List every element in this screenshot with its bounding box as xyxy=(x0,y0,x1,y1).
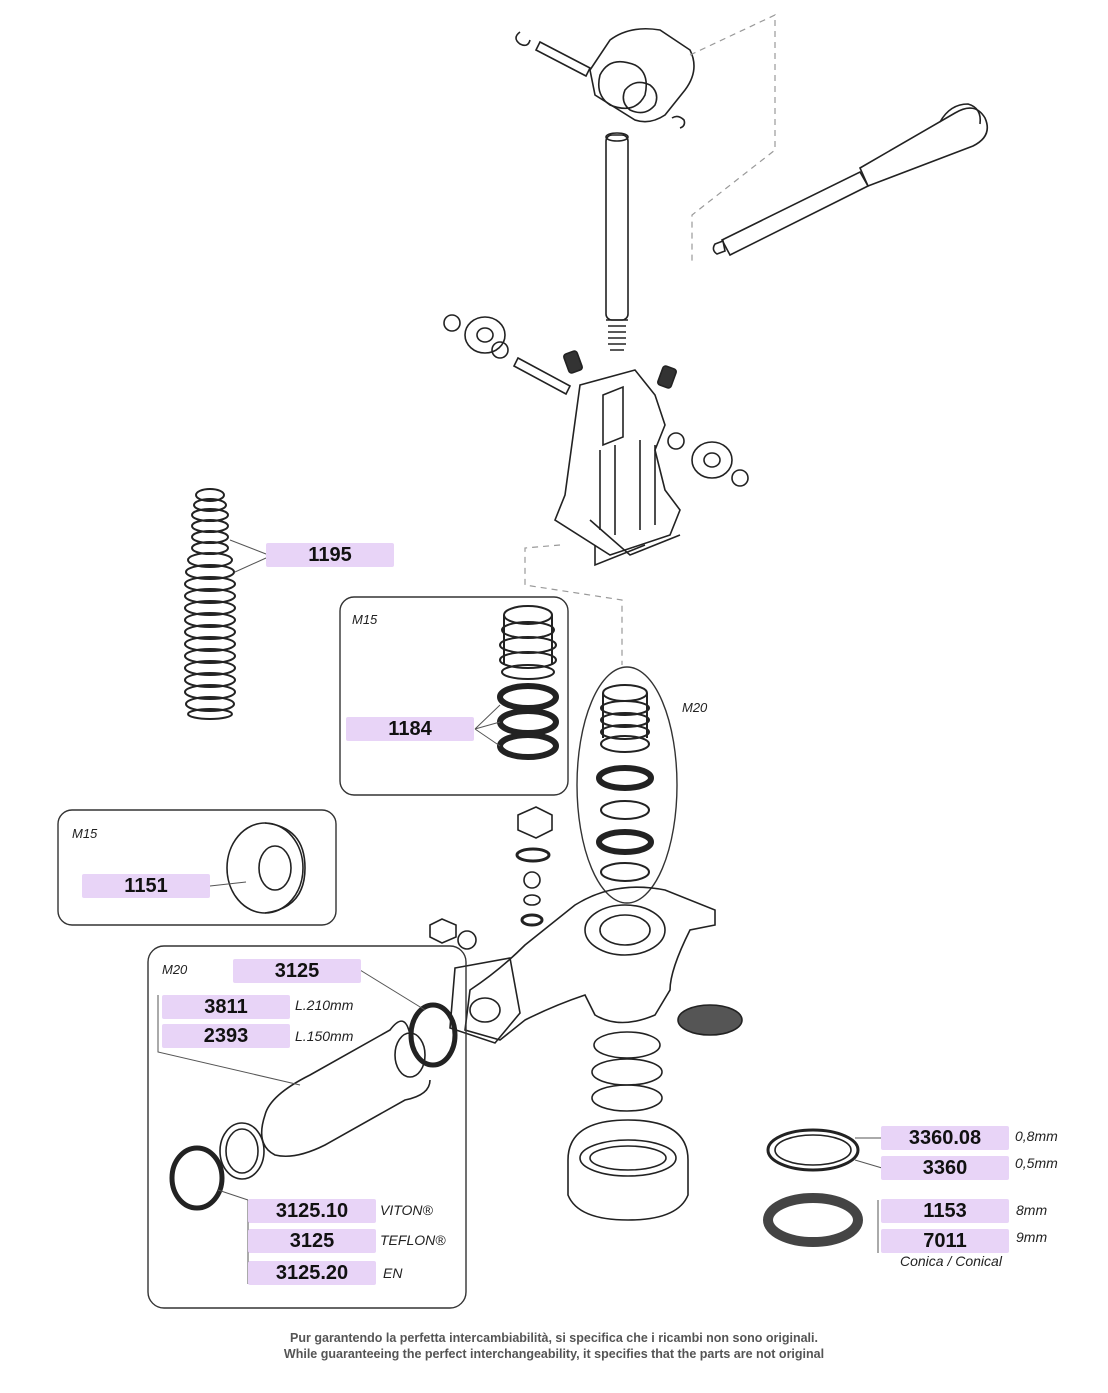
tube-3125-drawing xyxy=(169,1002,458,1211)
part-tag-7011[interactable]: 7011 xyxy=(881,1229,1009,1253)
pump-body-drawing xyxy=(429,806,743,1221)
pump-head-drawing xyxy=(524,369,681,665)
lever-handle-drawing xyxy=(712,103,989,257)
note-0-8mm: 0,8mm xyxy=(1015,1128,1058,1144)
note-l150: L.150mm xyxy=(295,1028,354,1044)
group-label-m20-right: M20 xyxy=(682,700,708,715)
part-tag-3360[interactable]: 3360 xyxy=(881,1156,1009,1180)
m15-left-frame xyxy=(57,809,337,926)
m20-bottom-frame xyxy=(147,945,467,1309)
note-0-5mm: 0,5mm xyxy=(1015,1155,1058,1171)
group-label-m15-top: M15 xyxy=(352,612,378,627)
part-tag-3125-mid[interactable]: 3125 xyxy=(248,1229,376,1253)
note-9mm: 9mm xyxy=(1016,1229,1048,1245)
part-tag-3360-08[interactable]: 3360.08 xyxy=(881,1126,1009,1150)
note-en: EN xyxy=(383,1265,403,1281)
piston-m15-drawing xyxy=(497,605,559,760)
note-8mm: 8mm xyxy=(1016,1202,1048,1218)
part-tag-1151[interactable]: 1151 xyxy=(82,874,210,898)
part-tag-2393[interactable]: 2393 xyxy=(162,1024,290,1048)
bearings-pins-drawing xyxy=(443,314,749,487)
part-tag-3125-20[interactable]: 3125.20 xyxy=(248,1261,376,1285)
washers-right-drawing xyxy=(763,1128,863,1247)
part-tag-3125-top[interactable]: 3125 xyxy=(233,959,361,983)
m15-top-frame xyxy=(339,596,569,796)
flange-1151-drawing xyxy=(226,822,306,914)
piston-m20-drawing xyxy=(596,684,654,882)
part-tag-3811[interactable]: 3811 xyxy=(162,995,290,1019)
handle-bracket-drawing xyxy=(515,14,776,262)
note-conica: Conica / Conical xyxy=(900,1253,1002,1269)
group-label-m15-left: M15 xyxy=(72,826,98,841)
note-viton: VITON® xyxy=(380,1202,433,1218)
m20-oval-frame xyxy=(576,666,678,904)
note-teflon: TEFLON® xyxy=(380,1232,446,1248)
footer-line-italian: Pur garantendo la perfetta intercambiabi… xyxy=(290,1331,818,1345)
part-tag-1184[interactable]: 1184 xyxy=(346,717,474,741)
spring-1195-drawing xyxy=(184,488,236,720)
vertical-rod-drawing xyxy=(605,132,629,351)
part-tag-1195[interactable]: 1195 xyxy=(266,543,394,567)
part-tag-1153[interactable]: 1153 xyxy=(881,1199,1009,1223)
group-label-m20-bottom: M20 xyxy=(162,962,188,977)
note-l210: L.210mm xyxy=(295,997,354,1013)
part-tag-3125-10[interactable]: 3125.10 xyxy=(248,1199,376,1223)
footer-line-english: While guaranteeing the perfect interchan… xyxy=(283,1347,825,1361)
